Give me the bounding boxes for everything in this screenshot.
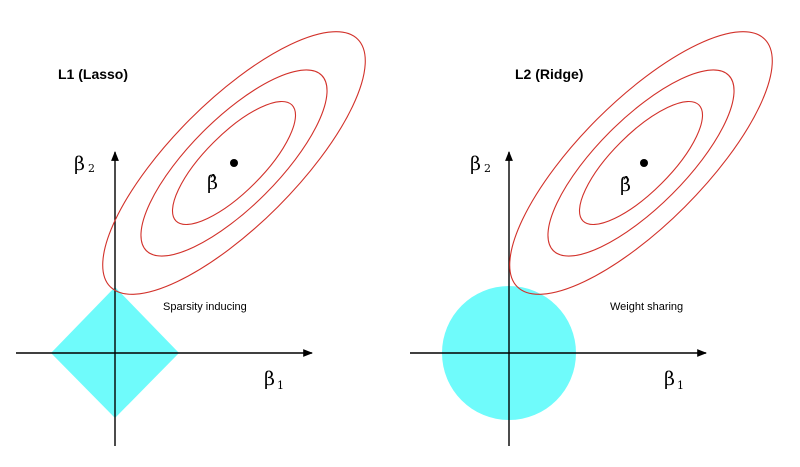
lasso-panel: L1 (Lasso) β̂ β 2 β 1 Sparsity inducing bbox=[16, 31, 366, 446]
lasso-estimate-point bbox=[230, 159, 238, 167]
ridge-y-axis-subscript: 2 bbox=[484, 162, 491, 175]
lasso-y-axis-label: β 2 bbox=[74, 153, 95, 175]
ridge-panel: L2 (Ridge) β̂ β 2 β 1 Weight sharing bbox=[410, 31, 773, 446]
ridge-y-axis-label: β 2 bbox=[470, 153, 491, 175]
lasso-x-axis-symbol: β bbox=[264, 368, 275, 390]
lasso-contour-inner bbox=[171, 100, 297, 226]
ridge-loss-contours bbox=[509, 31, 773, 295]
ridge-x-axis-subscript: 1 bbox=[677, 379, 684, 392]
lasso-x-axis-label: β 1 bbox=[264, 368, 284, 392]
ridge-contour-outer bbox=[509, 31, 773, 295]
ridge-x-axis-label: β 1 bbox=[664, 368, 684, 392]
lasso-contour-outer bbox=[102, 31, 366, 295]
lasso-contour-middle bbox=[140, 69, 328, 257]
ridge-y-axis-symbol: β bbox=[470, 153, 481, 175]
lasso-x-axis-subscript: 1 bbox=[277, 379, 284, 392]
ridge-contour-inner bbox=[578, 100, 704, 226]
ridge-contour-middle bbox=[547, 69, 735, 257]
ridge-estimate-point bbox=[640, 159, 648, 167]
ridge-estimate-label: β̂ bbox=[620, 174, 631, 196]
lasso-y-axis-symbol: β bbox=[74, 153, 85, 175]
lasso-loss-contours bbox=[102, 31, 366, 295]
lasso-y-axis-subscript: 2 bbox=[88, 162, 95, 175]
ridge-panel-title: L2 (Ridge) bbox=[515, 66, 583, 82]
lasso-panel-title: L1 (Lasso) bbox=[58, 66, 128, 82]
lasso-annotation: Sparsity inducing bbox=[163, 301, 247, 313]
lasso-estimate-label: β̂ bbox=[207, 172, 218, 194]
ridge-x-axis-symbol: β bbox=[664, 368, 675, 390]
ridge-annotation: Weight sharing bbox=[610, 301, 683, 313]
